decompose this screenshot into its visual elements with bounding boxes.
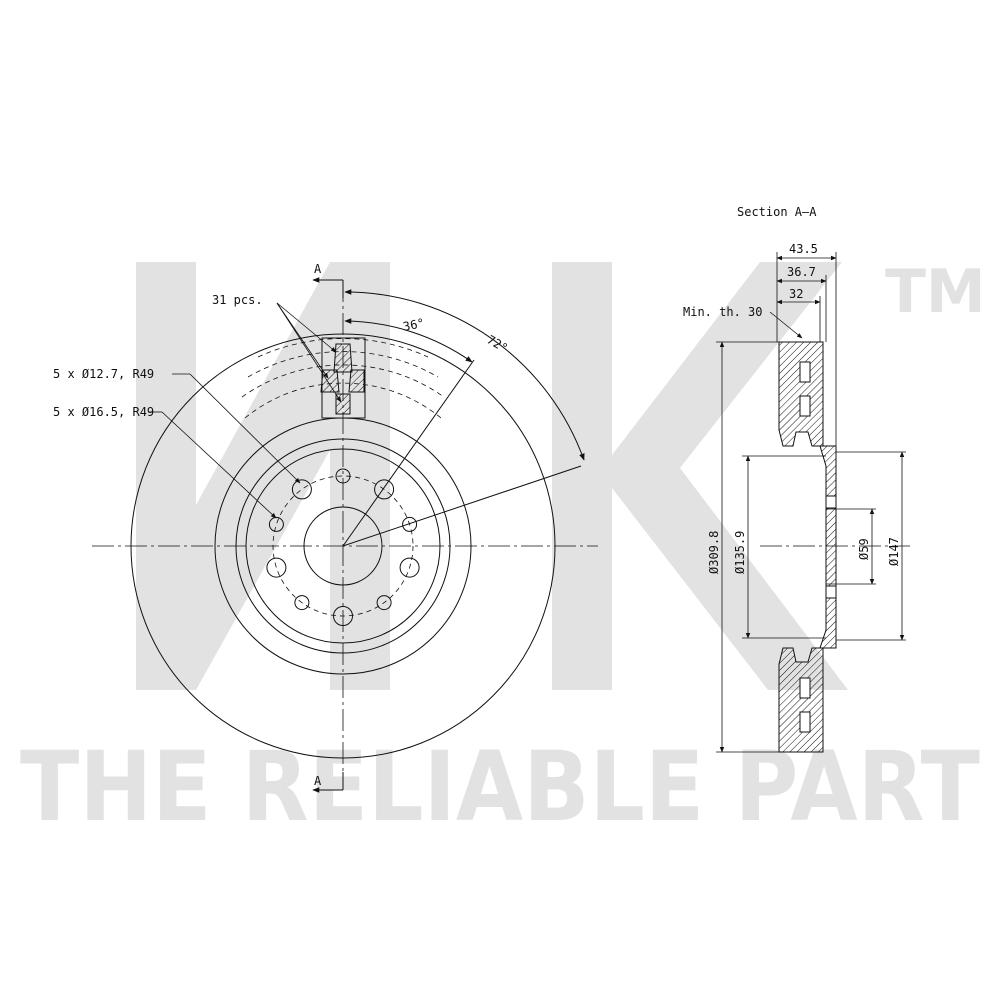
hole-leader-1-diag <box>189 373 301 484</box>
bolt-hole-large <box>266 557 287 578</box>
watermark-logo: TM <box>136 257 986 690</box>
section-marker-top: A <box>314 262 322 276</box>
section-top-ring <box>778 341 824 447</box>
angle-arc-72 <box>344 289 585 461</box>
angle-36-label: 36° <box>402 316 426 334</box>
bolt-hole-small <box>402 516 418 532</box>
watermark-tagline: THE RELIABLE PART <box>20 731 980 843</box>
vane-gap-top-2 <box>799 395 811 417</box>
section-hat-wall <box>819 445 837 649</box>
vane-gap-top-1 <box>799 361 811 383</box>
hat-step-top <box>825 495 837 509</box>
section-bottom-ring <box>778 647 824 753</box>
dim-hat-thickness: 36.7 <box>787 265 816 279</box>
min-th-leader <box>769 311 803 339</box>
hat-inner-edge <box>245 448 441 644</box>
bolt-hole-large <box>291 479 312 500</box>
bolt-hole-large <box>374 479 395 500</box>
hole-label-2: 5 x Ø16.5, R49 <box>53 405 154 419</box>
trademark-text: TM <box>885 257 986 327</box>
vane-arc-3 <box>241 364 445 398</box>
vane-leader-1 <box>276 302 337 353</box>
vane-gap-bottom-2 <box>799 711 811 733</box>
bolt-hole-large <box>333 606 353 626</box>
section-marker-bottom: A <box>314 774 322 788</box>
hat-step-bottom <box>825 585 837 599</box>
bolt-holes <box>266 468 420 626</box>
dim-disc-thickness: 32 <box>789 287 803 301</box>
dia-outer: Ø309.8 <box>707 531 721 574</box>
dim-overall-thickness: 43.5 <box>789 242 818 256</box>
angle-ray-72 <box>342 465 582 547</box>
bolt-circle <box>272 475 414 617</box>
bolt-hole-small <box>335 468 351 484</box>
hat-outer-edge <box>235 438 451 654</box>
disc-outer-edge <box>130 333 556 759</box>
dia-hat: Ø135.9 <box>733 531 747 574</box>
dia-hub: Ø147 <box>887 537 901 566</box>
vane-gap-bottom-1 <box>799 677 811 699</box>
front-view: 36° 72° A A 31 pcs. 5 x Ø12.7, R49 5 x Ø… <box>53 262 598 793</box>
bolt-hole-small <box>294 595 310 611</box>
section-view: Section A–A Min. th. 30 43.5 36.7 32 <box>683 205 910 753</box>
vane-count-label: 31 pcs. <box>212 293 263 307</box>
vane-leader-3 <box>276 302 342 403</box>
hole-label-1: 5 x Ø12.7, R49 <box>53 367 154 381</box>
dia-center-bore: Ø59 <box>857 538 871 560</box>
bolt-hole-small <box>376 595 392 611</box>
min-thickness-label: Min. th. 30 <box>683 305 762 319</box>
center-bore <box>303 506 383 586</box>
section-title: Section A–A <box>737 205 817 219</box>
hole-leader-2-diag <box>161 411 277 519</box>
bolt-hole-large <box>399 557 420 578</box>
